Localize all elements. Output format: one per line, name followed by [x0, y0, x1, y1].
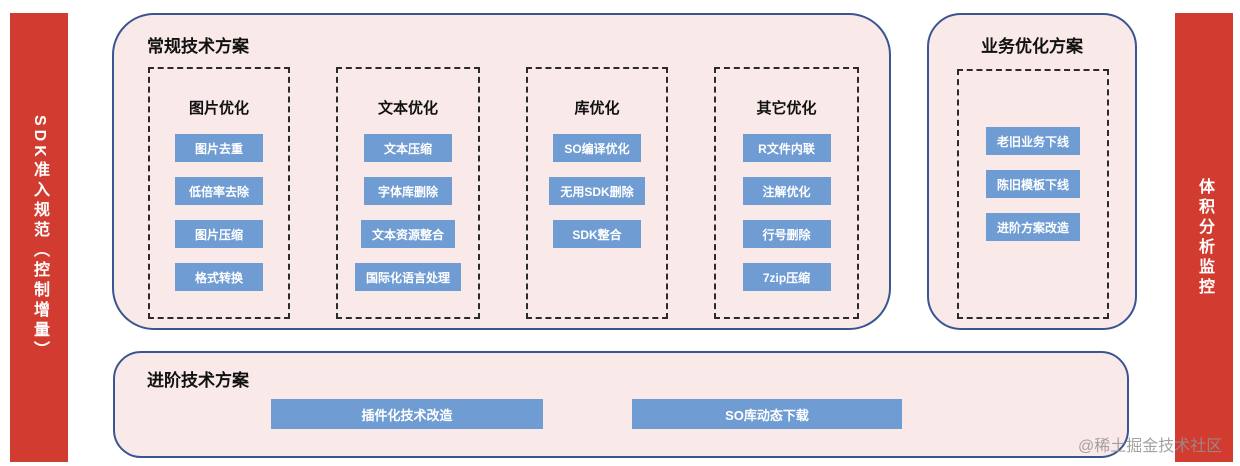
- sdk-access-spec-label: SDK准入规范（控制增量）: [31, 114, 48, 361]
- node-plugin-tech-refactor: 插件化技术改造: [271, 399, 543, 429]
- advanced-solutions-panel: 进阶技术方案 插件化技术改造 SO库动态下载: [113, 351, 1129, 458]
- node-font-removal: 字体库删除: [363, 177, 452, 205]
- node-image-dedup: 图片去重: [175, 134, 263, 162]
- advanced-solutions-title: 进阶技术方案: [147, 371, 249, 390]
- node-text-resource-merge: 文本资源整合: [360, 220, 455, 248]
- text-optimization-title: 文本优化: [377, 100, 438, 117]
- node-image-compression: 图片压缩: [175, 220, 263, 248]
- library-optimization-title: 库优化: [574, 100, 620, 117]
- image-optimization-group: 图片优化 图片去重 低倍率去除 图片压缩 格式转换: [148, 67, 290, 319]
- business-optimization-title: 业务优化方案: [981, 37, 1083, 56]
- image-optimization-items: 图片去重 低倍率去除 图片压缩 格式转换: [175, 134, 263, 291]
- library-optimization-items: SO编译优化 无用SDK删除 SDK整合: [549, 134, 645, 248]
- other-optimization-items: R文件内联 注解优化 行号删除 7zip压缩: [742, 134, 831, 291]
- node-annotation-optimization: 注解优化: [742, 177, 831, 205]
- volume-analysis-monitor-rail: 体积分析监控: [1175, 13, 1233, 462]
- node-r-file-inline: R文件内联: [742, 134, 831, 162]
- node-7zip-compression: 7zip压缩: [742, 263, 831, 291]
- other-optimization-group: 其它优化 R文件内联 注解优化 行号删除 7zip压缩: [714, 67, 859, 319]
- node-so-dynamic-download: SO库动态下载: [632, 399, 902, 429]
- node-format-conversion: 格式转换: [175, 263, 263, 291]
- library-optimization-group: 库优化 SO编译优化 无用SDK删除 SDK整合: [526, 67, 668, 319]
- text-optimization-group: 文本优化 文本压缩 字体库删除 文本资源整合 国际化语言处理: [336, 67, 480, 319]
- node-stale-template-offline: 陈旧模板下线: [985, 170, 1080, 198]
- node-advanced-plan-refactor: 进阶方案改造: [985, 213, 1080, 241]
- node-low-density-removal: 低倍率去除: [175, 177, 263, 205]
- text-optimization-items: 文本压缩 字体库删除 文本资源整合 国际化语言处理: [354, 134, 461, 291]
- community-watermark: @稀土掘金技术社区: [1078, 438, 1223, 455]
- node-line-number-removal: 行号删除: [742, 220, 831, 248]
- node-sdk-consolidation: SDK整合: [553, 220, 641, 248]
- node-legacy-business-offline: 老旧业务下线: [985, 127, 1080, 155]
- node-text-compression: 文本压缩: [363, 134, 452, 162]
- image-optimization-title: 图片优化: [188, 100, 249, 117]
- sdk-access-spec-rail: SDK准入规范（控制增量）: [10, 13, 68, 462]
- regular-solutions-title: 常规技术方案: [147, 37, 249, 56]
- regular-solutions-panel: 常规技术方案 图片优化 图片去重 低倍率去除 图片压缩 格式转换 文本优化 文本…: [112, 13, 891, 330]
- business-optimization-panel: 业务优化方案 老旧业务下线 陈旧模板下线 进阶方案改造: [927, 13, 1137, 330]
- other-optimization-title: 其它优化: [756, 100, 817, 117]
- volume-analysis-monitor-label: 体积分析监控: [1196, 177, 1213, 298]
- node-so-compile-optimization: SO编译优化: [553, 134, 641, 162]
- business-optimization-items: 老旧业务下线 陈旧模板下线 进阶方案改造: [985, 127, 1080, 241]
- node-i18n-processing: 国际化语言处理: [354, 263, 461, 291]
- node-unused-sdk-removal: 无用SDK删除: [549, 177, 645, 205]
- business-optimization-group: 老旧业务下线 陈旧模板下线 进阶方案改造: [957, 69, 1109, 319]
